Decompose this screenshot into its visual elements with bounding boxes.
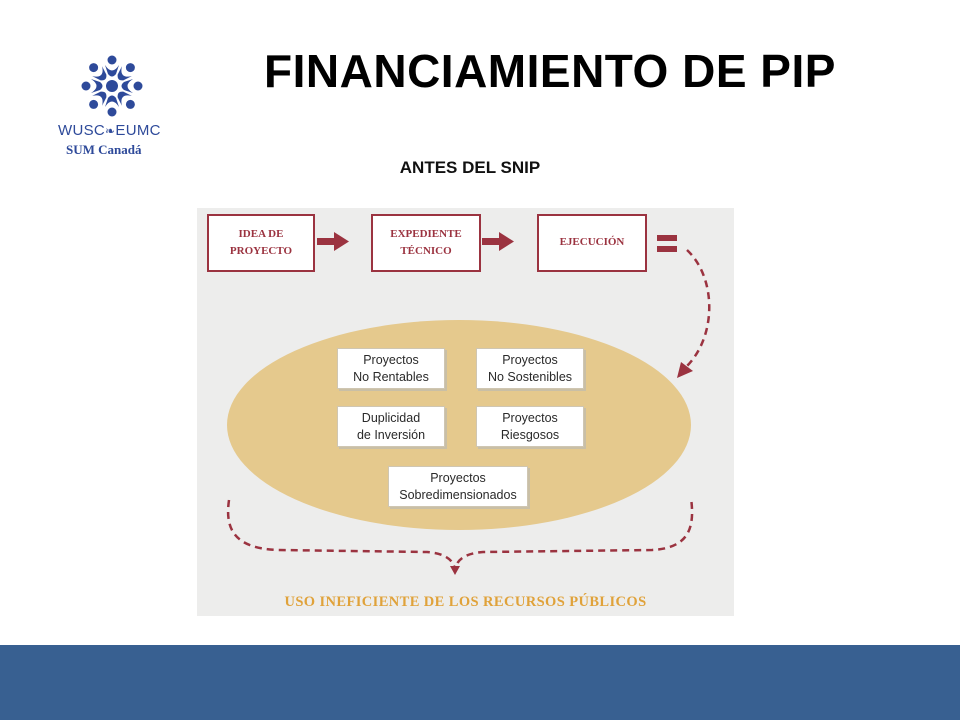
step-label: EJECUCIÓN [559, 236, 625, 249]
problem-sobredimensionados: Proyectos Sobredimensionados [388, 466, 528, 507]
page-title: FINANCIAMIENTO DE PIP [264, 45, 836, 97]
maple-leaf-icon: ❧ [105, 124, 116, 138]
snowflake-people-icon [81, 55, 143, 117]
step-idea-de-proyecto: IDEA DE PROYECTO [207, 214, 315, 272]
problem-riesgosos: Proyectos Riesgosos [476, 406, 584, 447]
bracket-arrow-head [450, 566, 460, 575]
step-ejecucion: EJECUCIÓN [537, 214, 647, 272]
logo: WUSC❧EUMC SUM Canadá [52, 48, 172, 168]
result-label: USO INEFICIENTE DE LOS RECURSOS PÚBLICOS [284, 594, 647, 610]
dashed-arrow-head [677, 362, 693, 378]
step-expediente-tecnico: EXPEDIENTE TÉCNICO [371, 214, 481, 272]
footer-band [0, 645, 960, 720]
step-label: EXPEDIENTE TÉCNICO [390, 227, 462, 257]
page-subtitle: ANTES DEL SNIP [399, 158, 541, 177]
dashed-arrow-to-ellipse [684, 249, 711, 369]
equals-sign [657, 235, 677, 252]
step-arrow-1 [317, 232, 349, 251]
problem-no-sostenibles: Proyectos No Sostenibles [476, 348, 584, 389]
logo-subtitle: SUM Canadá [66, 142, 142, 157]
flow-diagram: IDEA DE PROYECTO EXPEDIENTE TÉCNICO EJEC… [197, 208, 734, 616]
step-arrow-2 [482, 232, 514, 251]
problem-no-rentables: Proyectos No Rentables [337, 348, 445, 389]
logo-name: WUSC❧EUMC [58, 122, 161, 139]
step-label: IDEA DE PROYECTO [229, 227, 293, 257]
problem-duplicidad: Duplicidad de Inversión [337, 406, 445, 447]
